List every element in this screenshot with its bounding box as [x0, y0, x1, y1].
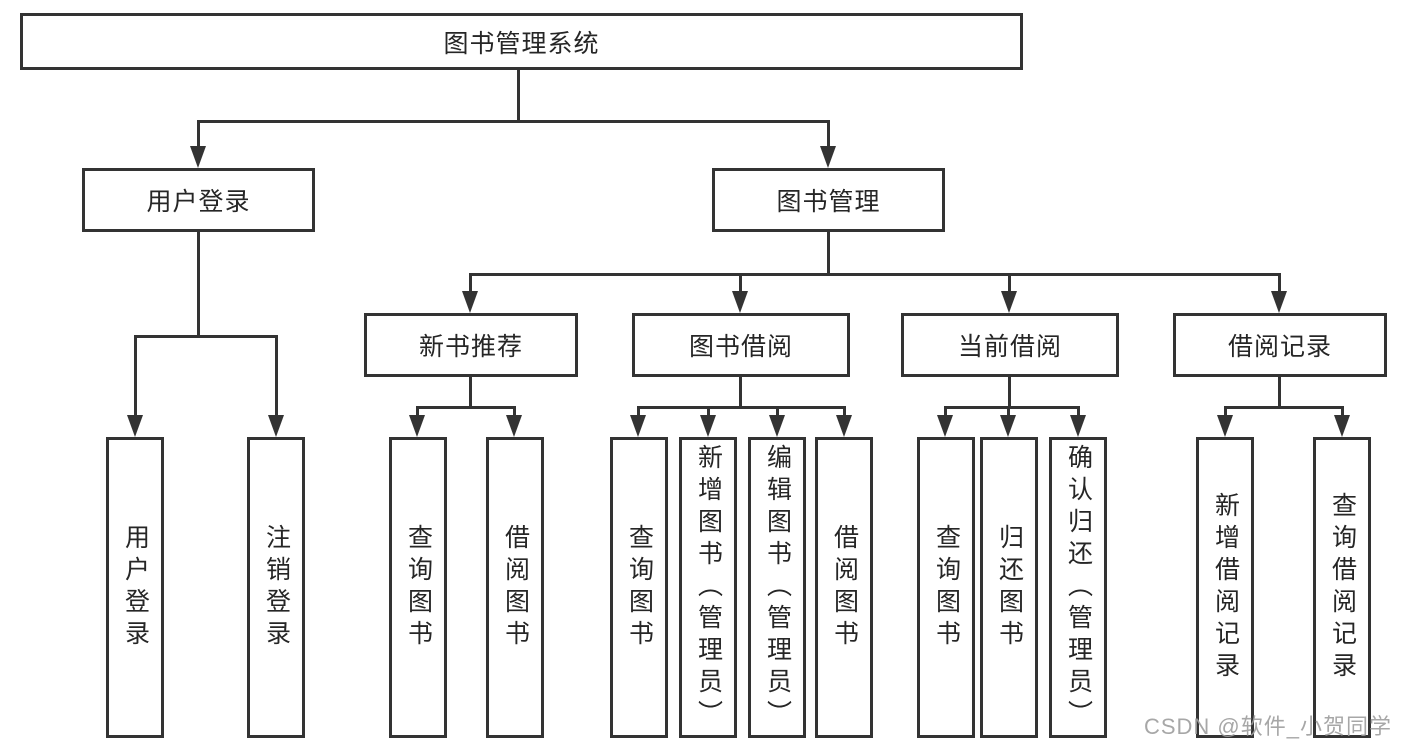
connector-line [1077, 406, 1080, 415]
connector-line [1007, 406, 1010, 415]
connector-line [197, 232, 200, 335]
connector-line [637, 406, 640, 415]
arrowhead [820, 146, 836, 168]
connector-line [416, 406, 516, 409]
arrowhead [1001, 291, 1017, 313]
connector-line [843, 406, 846, 415]
node-leaf-query-books: 查询图书 [917, 437, 975, 738]
arrowhead [1000, 415, 1016, 437]
connector-line [827, 232, 830, 273]
node-leaf-user-login: 用户登录 [106, 437, 164, 738]
arrowhead [836, 415, 852, 437]
connector-line [1008, 273, 1011, 291]
node-borrow-records: 借阅记录 [1173, 313, 1387, 377]
arrowhead [127, 415, 143, 437]
arrowhead [769, 415, 785, 437]
node-leaf-query-books: 查询图书 [389, 437, 447, 738]
node-leaf-borrow-books: 借阅图书 [815, 437, 873, 738]
leaf-label: 借阅图书 [501, 523, 530, 652]
leaf-label: 新增图书（管理员） [694, 443, 723, 732]
arrowhead [409, 415, 425, 437]
connector-line [739, 273, 742, 291]
node-new-book-recommend: 新书推荐 [364, 313, 578, 377]
connector-line [1224, 406, 1344, 409]
watermark: CSDN @软件_小贺同学 [1143, 714, 1392, 739]
leaf-label: 注销登录 [262, 523, 291, 652]
connector-line [776, 406, 779, 415]
leaf-label: 编辑图书（管理员） [763, 443, 792, 732]
connector-line [637, 406, 846, 409]
connector-line [1278, 377, 1281, 406]
node-book-borrow: 图书借阅 [632, 313, 850, 377]
connector-line [197, 120, 200, 146]
connector-line [513, 406, 516, 415]
leaf-label: 归还图书 [995, 523, 1024, 652]
arrowhead [700, 415, 716, 437]
leaf-label: 新增借阅记录 [1211, 491, 1240, 684]
arrowhead [937, 415, 953, 437]
arrowhead [1334, 415, 1350, 437]
connector-line [275, 335, 278, 415]
leaf-label: 确认归还（管理员） [1064, 443, 1093, 732]
connector-line [1224, 406, 1227, 415]
leaf-label: 借阅图书 [830, 523, 859, 652]
arrowhead [462, 291, 478, 313]
connector-line [517, 70, 520, 120]
arrowhead [268, 415, 284, 437]
node-leaf-query-borrow-record: 查询借阅记录 [1313, 437, 1371, 738]
node-user-login: 用户登录 [82, 168, 315, 232]
connector-line [470, 273, 1281, 276]
node-library-system: 图书管理系统 [20, 13, 1023, 70]
arrowhead [630, 415, 646, 437]
connector-line [944, 406, 947, 415]
connector-line [469, 273, 472, 291]
node-leaf-query-books: 查询图书 [610, 437, 668, 738]
arrowhead [506, 415, 522, 437]
leaf-label: 查询图书 [625, 523, 654, 652]
connector-line [1278, 273, 1281, 291]
arrowhead [1217, 415, 1233, 437]
connector-line [827, 120, 830, 146]
arrowhead [190, 146, 206, 168]
connector-line [707, 406, 710, 415]
arrowhead [732, 291, 748, 313]
leaf-label: 查询图书 [404, 523, 433, 652]
connector-line [416, 406, 419, 415]
connector-line [1008, 377, 1011, 406]
leaf-label: 查询图书 [932, 523, 961, 652]
node-leaf-borrow-books: 借阅图书 [486, 437, 544, 738]
leaf-label: 查询借阅记录 [1328, 491, 1357, 684]
node-leaf-edit-books-admin: 编辑图书（管理员） [748, 437, 806, 738]
node-leaf-confirm-return-admin: 确认归还（管理员） [1049, 437, 1107, 738]
node-leaf-return-books: 归还图书 [980, 437, 1038, 738]
connector-line [134, 335, 137, 415]
node-leaf-add-borrow-record: 新增借阅记录 [1196, 437, 1254, 738]
leaf-label: 用户登录 [121, 523, 150, 652]
node-current-borrow: 当前借阅 [901, 313, 1119, 377]
arrowhead [1271, 291, 1287, 313]
node-leaf-logout: 注销登录 [247, 437, 305, 738]
connector-line [197, 120, 830, 123]
connector-line [1341, 406, 1344, 415]
arrowhead [1070, 415, 1086, 437]
connector-line [739, 377, 742, 406]
node-leaf-add-books-admin: 新增图书（管理员） [679, 437, 737, 738]
node-book-management: 图书管理 [712, 168, 945, 232]
connector-line [944, 406, 1080, 409]
connector-line [469, 377, 472, 406]
connector-line [134, 335, 278, 338]
